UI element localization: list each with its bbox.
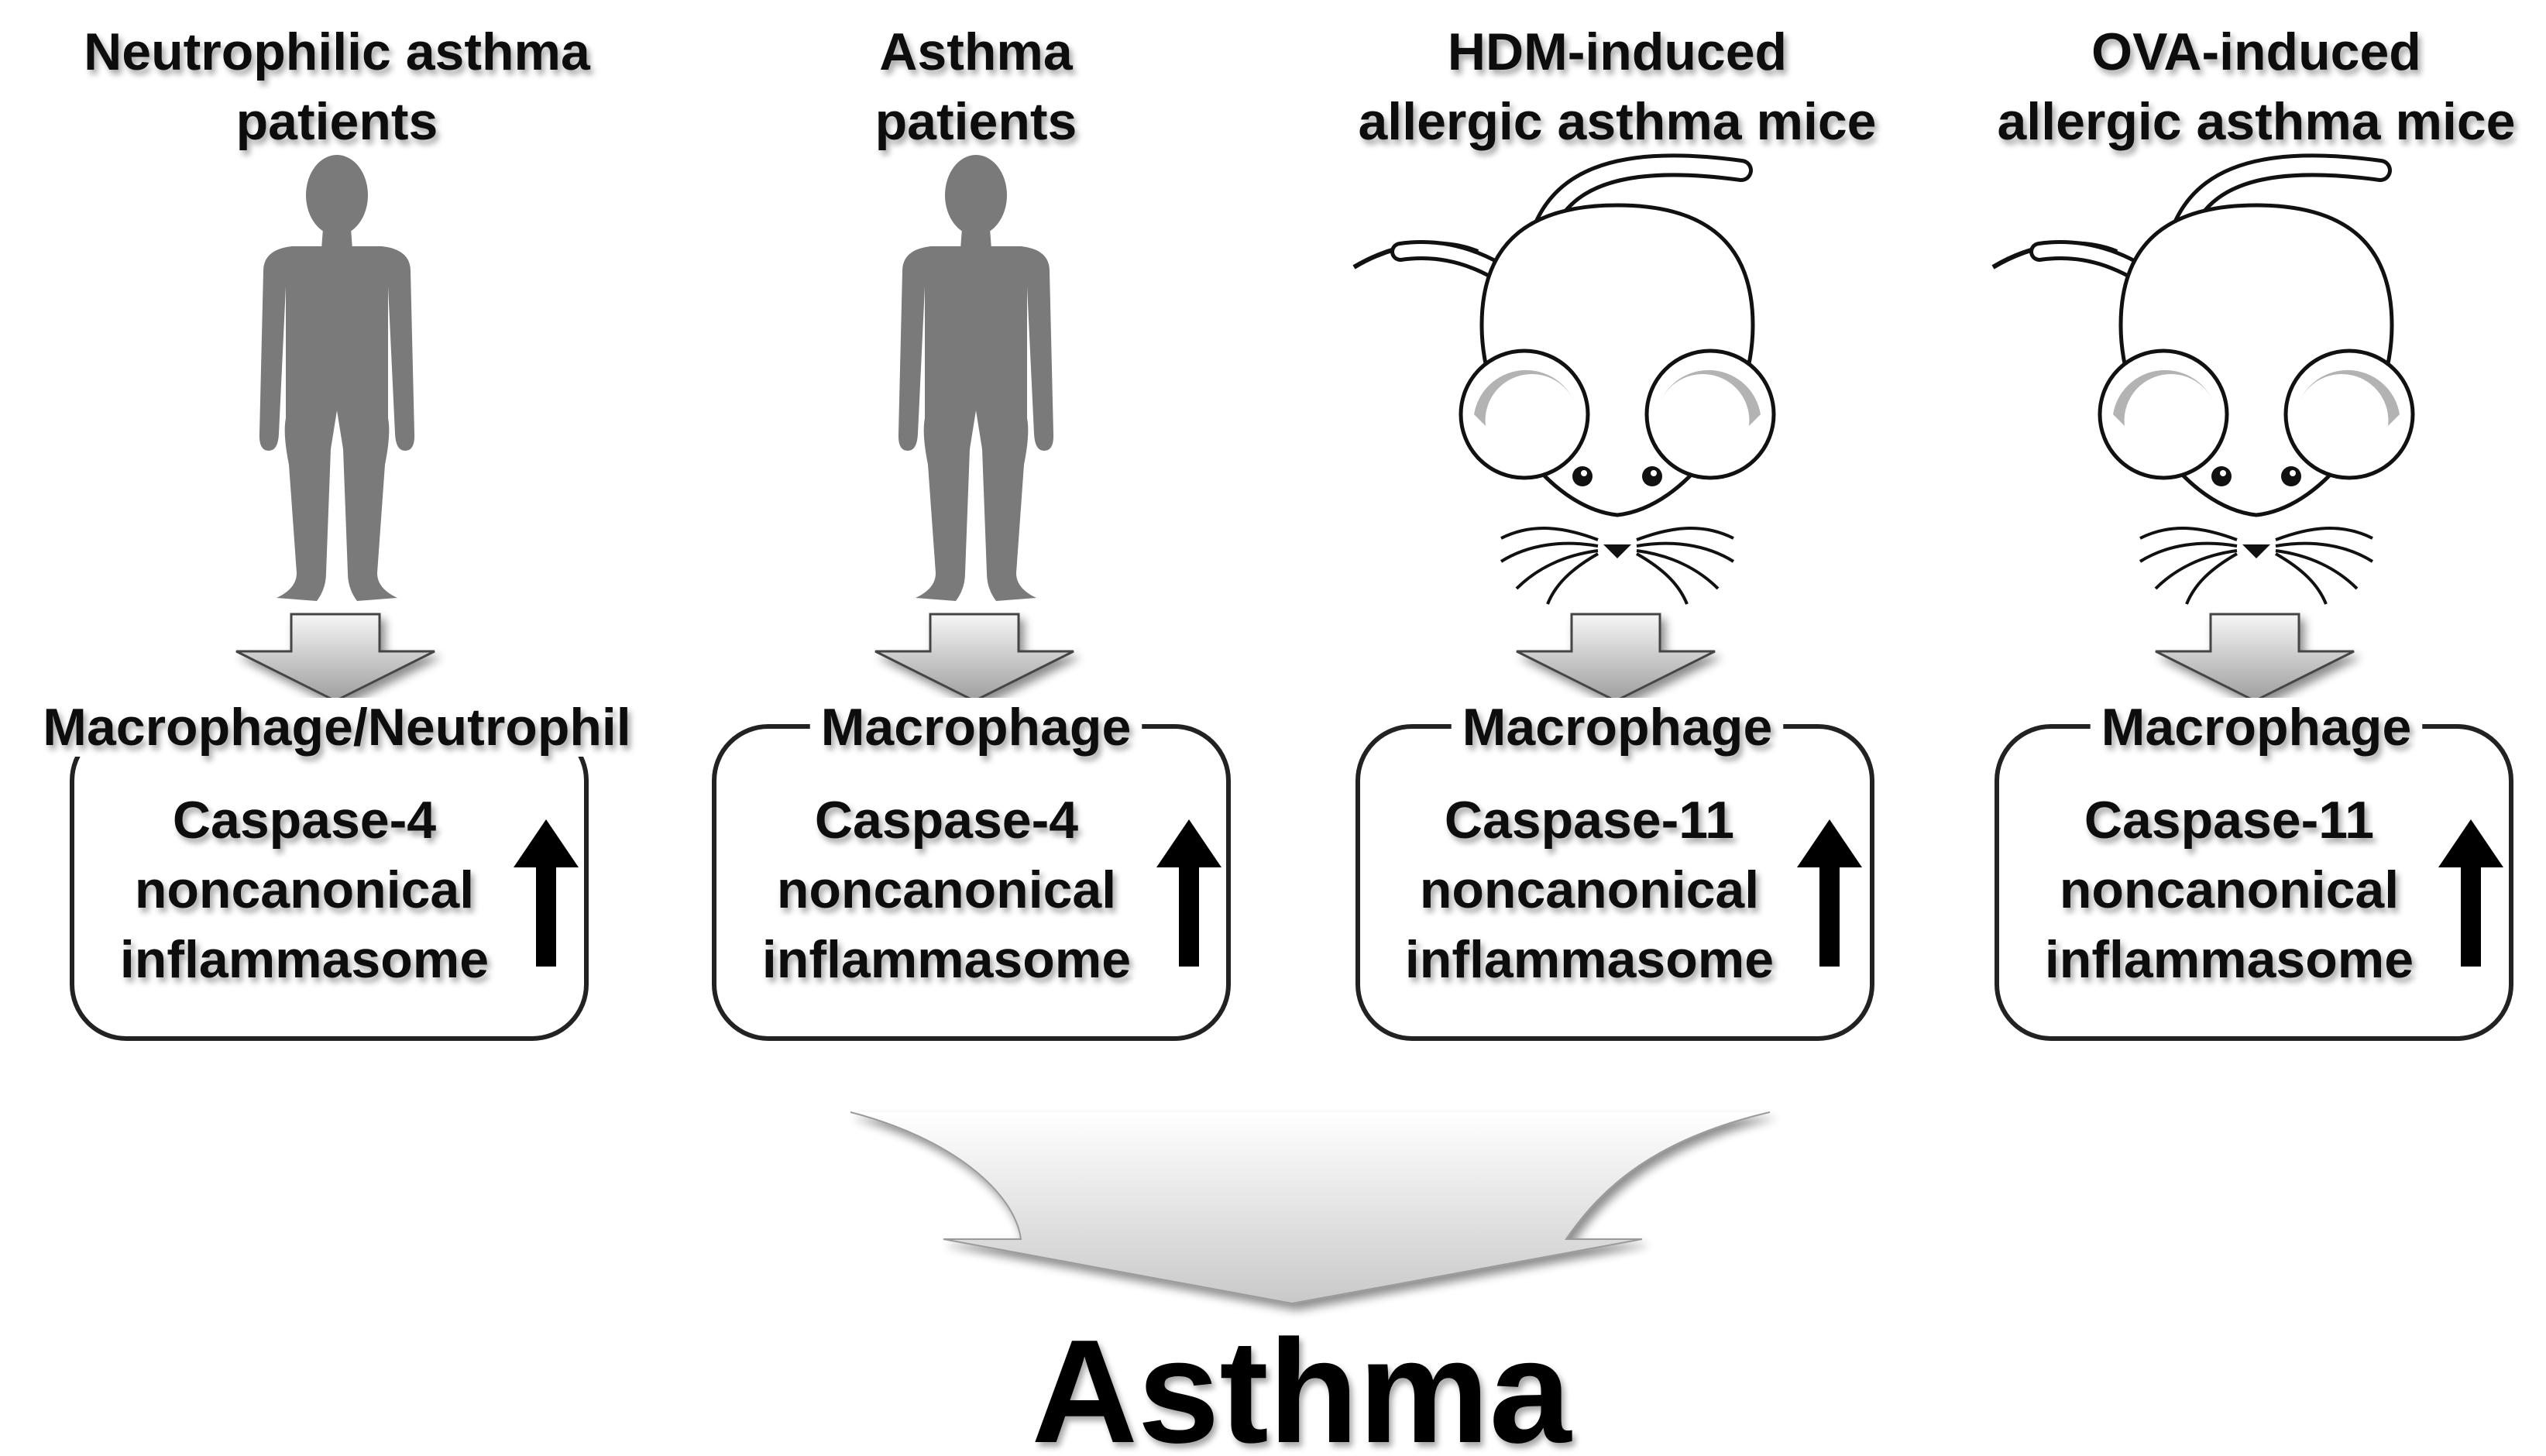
- columns-layer: Neutrophilic asthma patientsMacrophage/Ne…: [32, 22, 2516, 1041]
- human-silhouette-icon: [898, 155, 1054, 601]
- cell-label-backing: [1451, 698, 1784, 757]
- column-title-line1: HDM-induced: [1448, 22, 1787, 81]
- inflammasome-name-text: inflammasome: [120, 930, 489, 989]
- column-3: HDM-induced allergic asthma miceMacrophag…: [1354, 22, 1877, 1041]
- inflammasome-caspase-text: Caspase-4: [815, 791, 1078, 850]
- inflammasome-caspase-text: Caspase-11: [1445, 791, 1734, 850]
- column-title-line1: Neutrophilic asthma: [84, 22, 591, 81]
- cell-type-label: Macrophage: [821, 698, 1132, 757]
- cell-label-backing: [32, 698, 642, 757]
- human-silhouette-icon: [259, 155, 415, 601]
- down-arrow-icon: [2154, 613, 2355, 702]
- asthma-outcome-label: Asthma: [1032, 1310, 1572, 1456]
- down-arrow-icon: [874, 613, 1075, 702]
- inflammasome-type-text: noncanonical: [2060, 860, 2399, 919]
- column-1: Neutrophilic asthma patientsMacrophage/Ne…: [32, 22, 642, 1041]
- cell-type-label: Macrophage: [1462, 698, 1773, 757]
- inflammasome-name-text: inflammasome: [1405, 930, 1774, 989]
- inflammasome-name-text: inflammasome: [762, 930, 1131, 989]
- inflammasome-type-text: noncanonical: [135, 860, 474, 919]
- column-title-line2: allergic asthma mice: [1358, 92, 1876, 151]
- inflammasome-caspase-text: Caspase-4: [173, 791, 436, 850]
- cell-label-backing: [2090, 698, 2423, 757]
- cell-type-label: Macrophage/Neutrophil: [43, 698, 630, 757]
- funnel-arrow-icon: [850, 1111, 1771, 1305]
- cell-type-label: Macrophage: [2101, 698, 2412, 757]
- inflammasome-caspase-text: Caspase-11: [2084, 791, 2374, 850]
- inflammasome-type-text: noncanonical: [1420, 860, 1759, 919]
- column-4: OVA-induced allergic asthma miceMacrophag…: [1993, 22, 2516, 1041]
- column-title-line2: patients: [875, 92, 1077, 151]
- inflammasome-type-text: noncanonical: [777, 860, 1116, 919]
- column-title-line1: Asthma: [879, 22, 1074, 81]
- down-arrow-icon: [1515, 613, 1716, 702]
- mouse-icon: [1354, 165, 1774, 604]
- column-title-line2: allergic asthma mice: [1997, 92, 2515, 151]
- cell-label-backing: [809, 698, 1142, 757]
- inflammasome-name-text: inflammasome: [2045, 930, 2414, 989]
- column-title-line1: OVA-induced: [2091, 22, 2421, 81]
- down-arrow-icon: [235, 613, 436, 702]
- column-title-line2: patients: [236, 92, 438, 151]
- mouse-icon: [1993, 165, 2413, 604]
